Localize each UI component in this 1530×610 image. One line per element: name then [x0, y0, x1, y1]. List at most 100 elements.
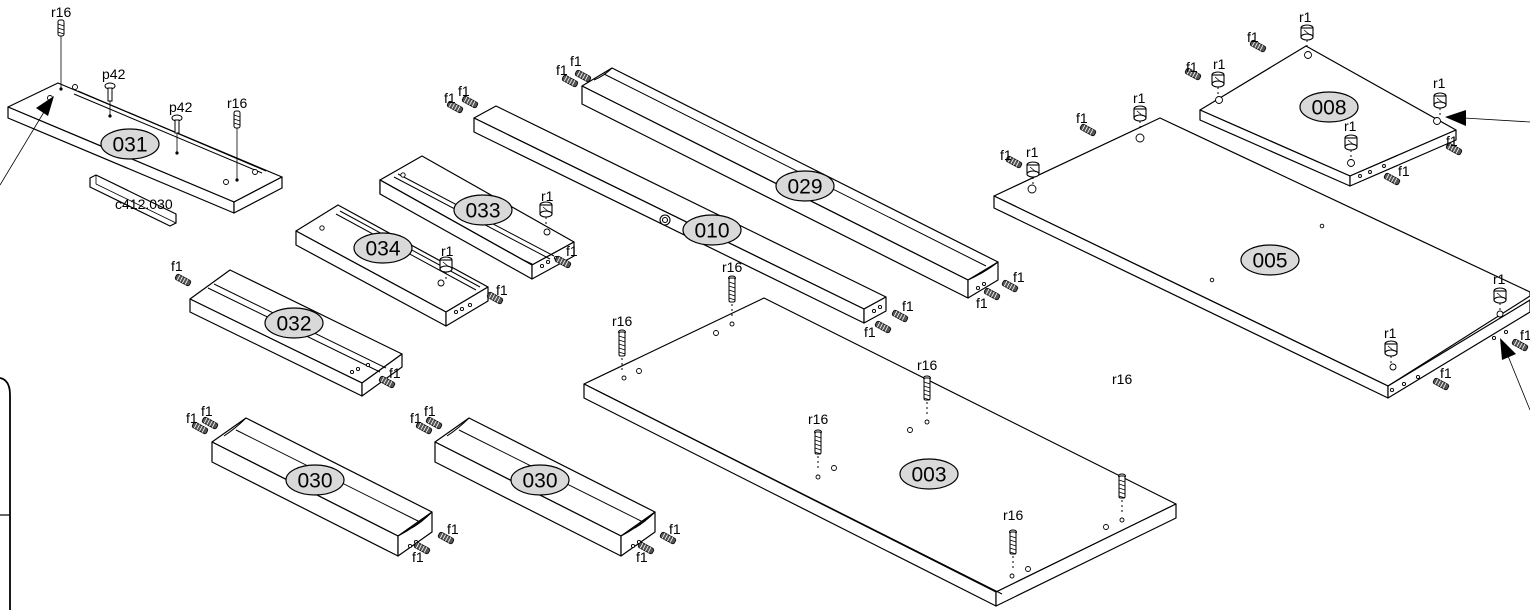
dowel-f1-icon	[1511, 338, 1529, 352]
hardware-label: f1	[1520, 327, 1530, 343]
hardware-label: f1	[171, 258, 183, 274]
hardware-label: f1	[1446, 133, 1458, 149]
screw-p42-icon	[104, 82, 116, 115]
hardware-label: f1	[669, 521, 681, 537]
hardware-label: f1	[496, 282, 508, 298]
hardware-label: f1	[1186, 59, 1198, 75]
hardware-label: f1	[864, 324, 876, 340]
part-010-beam	[473, 105, 887, 324]
cam-r1-icon	[1026, 161, 1040, 186]
dowel-f1-icon	[874, 320, 892, 334]
hardware-label: f1	[447, 521, 459, 537]
dowel-f1-icon	[1005, 155, 1023, 169]
hardware-label: r1	[1493, 271, 1506, 287]
part-badge: 003	[899, 458, 959, 490]
dowel-f1-icon	[1432, 377, 1450, 391]
hardware-label: r1	[541, 188, 554, 204]
hardware-label: f1	[186, 410, 198, 426]
hardware-label: r1	[1433, 75, 1446, 91]
hardware-label: r16	[808, 411, 828, 427]
part-badge: 030	[285, 464, 345, 496]
svg-text:032: 032	[276, 313, 311, 336]
hardware-label: f1	[566, 243, 578, 259]
hardware-label: r16	[1112, 371, 1132, 387]
hardware-label: f1	[1247, 29, 1259, 45]
cam-r1-icon	[439, 256, 453, 281]
svg-text:008: 008	[1311, 97, 1346, 120]
svg-text:005: 005	[1252, 250, 1287, 273]
dowel-f1-icon	[425, 416, 443, 430]
svg-text:003: 003	[911, 464, 946, 487]
dowel-f1-icon	[174, 273, 192, 287]
rail-c412-030	[89, 174, 177, 227]
hardware-label: r1	[1344, 118, 1357, 134]
part-badge: 005	[1240, 244, 1300, 276]
dowel-f1-icon	[983, 287, 1001, 301]
dowel-f1-icon	[637, 541, 655, 555]
hardware-label: r1	[1299, 9, 1312, 25]
screw-label: p42	[169, 99, 193, 115]
cam-r1-icon	[1384, 340, 1398, 365]
part-badge: 010	[682, 214, 742, 246]
svg-text:010: 010	[694, 220, 729, 243]
hardware-label: f1	[636, 549, 648, 565]
bolt-r16-icon	[1118, 473, 1126, 514]
dowel-f1-icon	[437, 531, 455, 545]
hardware-label: f1	[458, 83, 470, 99]
hardware-label: f1	[389, 365, 401, 381]
hardware-label: r1	[1133, 90, 1146, 106]
bolt-label: r16	[51, 4, 71, 20]
part-badge: 033	[453, 194, 513, 226]
hardware-label: r1	[441, 243, 454, 259]
dowel-f1-icon	[191, 421, 209, 435]
dowel-f1-icon	[1001, 279, 1019, 293]
part-badge: 008	[1299, 91, 1359, 123]
bolt-label: r16	[227, 95, 247, 111]
part-003-panel	[583, 297, 1177, 607]
part-badge: 034	[353, 232, 413, 264]
bolt-r16-icon	[57, 19, 65, 88]
part-badge: 031	[100, 128, 160, 160]
dowel-f1-icon	[659, 531, 677, 545]
dowel-f1-icon	[554, 255, 572, 269]
cam-r1-icon	[1493, 287, 1507, 312]
part-badge: 030	[510, 464, 570, 496]
hardware-label: f1	[201, 403, 213, 419]
svg-text:030: 030	[522, 470, 557, 493]
dowel-f1-icon	[201, 416, 219, 430]
hardware-label: f1	[1076, 110, 1088, 126]
dowel-f1-icon	[1445, 142, 1463, 156]
dowel-f1-icon	[461, 95, 479, 109]
bolt-r16-icon	[728, 275, 736, 318]
direction-arrow-icon	[0, 96, 54, 186]
hardware-label: r16	[1003, 507, 1023, 523]
bolt-r16-icon	[923, 375, 931, 416]
bolt-r16-icon	[1009, 529, 1017, 570]
svg-text:031: 031	[112, 134, 147, 157]
hardware-label: r16	[612, 313, 632, 329]
bolt-r16-icon	[233, 110, 241, 179]
hardware-label: f1	[976, 295, 988, 311]
dowel-f1-icon	[1184, 67, 1202, 81]
dowel-f1-icon	[415, 421, 433, 435]
cam-r1-icon	[1133, 105, 1147, 130]
dowel-f1-icon	[1079, 123, 1097, 137]
hardware-label: f1	[410, 410, 422, 426]
hardware-label: r1	[1384, 325, 1397, 341]
dowel-f1-icon	[378, 375, 396, 389]
hardware-label: f1	[1398, 163, 1410, 179]
hardware-label: f1	[444, 90, 456, 106]
hardware-label: f1	[424, 403, 436, 419]
part-badge: 032	[264, 307, 324, 339]
hardware-label: r16	[722, 259, 742, 275]
dowel-f1-icon	[574, 69, 592, 83]
direction-arrow-icon	[1445, 110, 1530, 126]
direction-arrow-icon	[1500, 338, 1530, 411]
hardware-label: r1	[1213, 56, 1226, 72]
dowel-f1-icon	[1383, 172, 1401, 186]
screw-p42-icon	[171, 114, 183, 152]
cam-r1-icon	[539, 201, 553, 226]
